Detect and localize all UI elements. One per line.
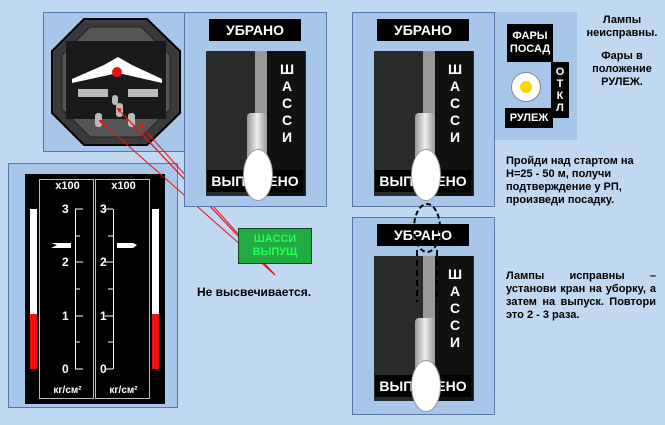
off-label: ОТКЛ: [555, 66, 565, 114]
left-gauge: x100 кг/см²: [39, 179, 94, 399]
headlights-panel: ФАРЫ ПОСАД ОТКЛ РУЛЕЖ: [495, 12, 577, 140]
tick-3: 3: [62, 202, 69, 216]
gear-lever-panel-c: УБРАНО ШАССИ ВЫПУЩЕНО: [352, 203, 495, 415]
gear-lever-panel-a: УБРАНО ШАССИ ВЫПУЩЕНО: [184, 12, 327, 207]
lever-up-ghost: [413, 203, 441, 302]
gear-lever-panel-b: УБРАНО ШАССИ ВЫПУЩЕНО: [352, 12, 495, 207]
landing-lights-line2: ПОСАД: [509, 43, 551, 55]
note-headlights-mode: Фары в положение РУЛЕЖ.: [592, 50, 652, 88]
gear-side-label-b: ШАССИ: [447, 61, 463, 145]
right-needle: [117, 243, 137, 248]
nose-gear-lamp: [112, 67, 122, 77]
tick-0: 0: [62, 362, 69, 376]
gear-lever-knob-a[interactable]: [243, 149, 273, 201]
tick-0-right: 0: [100, 362, 107, 376]
left-multiplier: x100: [55, 180, 80, 192]
gauge-ticks: [51, 208, 137, 370]
gear-side-label-a: ШАССИ: [279, 61, 295, 145]
gear-position-indicator: [51, 18, 181, 146]
right-pressure-bar: [152, 209, 159, 369]
gear-side-label-c: ШАССИ: [447, 266, 463, 350]
note-lamps-ok: Лампы исправны – установи кран на уборку…: [506, 270, 656, 321]
left-needle: [51, 243, 71, 248]
right-gauge: x100 кг/см²: [95, 179, 150, 399]
right-multiplier: x100: [111, 180, 136, 192]
retracted-label-c: УБРАНО: [377, 224, 469, 246]
right-scale-line: [113, 209, 114, 369]
gear-lever-knob-c[interactable]: [411, 360, 441, 412]
note-lamps-faulty: Лампы неисправны.: [586, 14, 658, 39]
retracted-label-b: УБРАНО: [377, 19, 469, 41]
headlights-toggle[interactable]: [511, 72, 541, 102]
gear-down-lamp: ШАССИ ВЫПУЩ: [238, 228, 312, 264]
note-not-lit: Не высвечивается.: [197, 285, 312, 299]
tick-2-right: 2: [100, 255, 107, 269]
gear-down-lamp-label: ШАССИ ВЫПУЩ: [252, 233, 298, 258]
tick-1-right: 1: [100, 309, 107, 323]
landing-lights-line1: ФАРЫ: [512, 30, 548, 42]
landing-lights-label: ФАРЫ ПОСАД: [507, 24, 553, 62]
taxi-label: РУЛЕЖ: [505, 108, 553, 128]
left-pressure-bar: [30, 209, 37, 369]
retracted-label-a: УБРАНО: [209, 19, 301, 41]
left-unit: кг/см²: [53, 385, 82, 396]
note-fly-over: Пройди над стартом на Н=25 - 50 м, получ…: [506, 155, 634, 206]
right-unit: кг/см²: [109, 385, 138, 396]
pressure-gauge-panel: x100 кг/см² x100 кг/см² 3 2 1 0 3 2 1 0: [8, 163, 178, 408]
off-label-bg: [551, 62, 569, 118]
indicator-panel: [43, 12, 186, 152]
tick-2: 2: [62, 255, 69, 269]
gear-lever-knob-b[interactable]: [411, 149, 441, 201]
tick-1: 1: [62, 309, 69, 323]
tick-3-right: 3: [100, 202, 107, 216]
